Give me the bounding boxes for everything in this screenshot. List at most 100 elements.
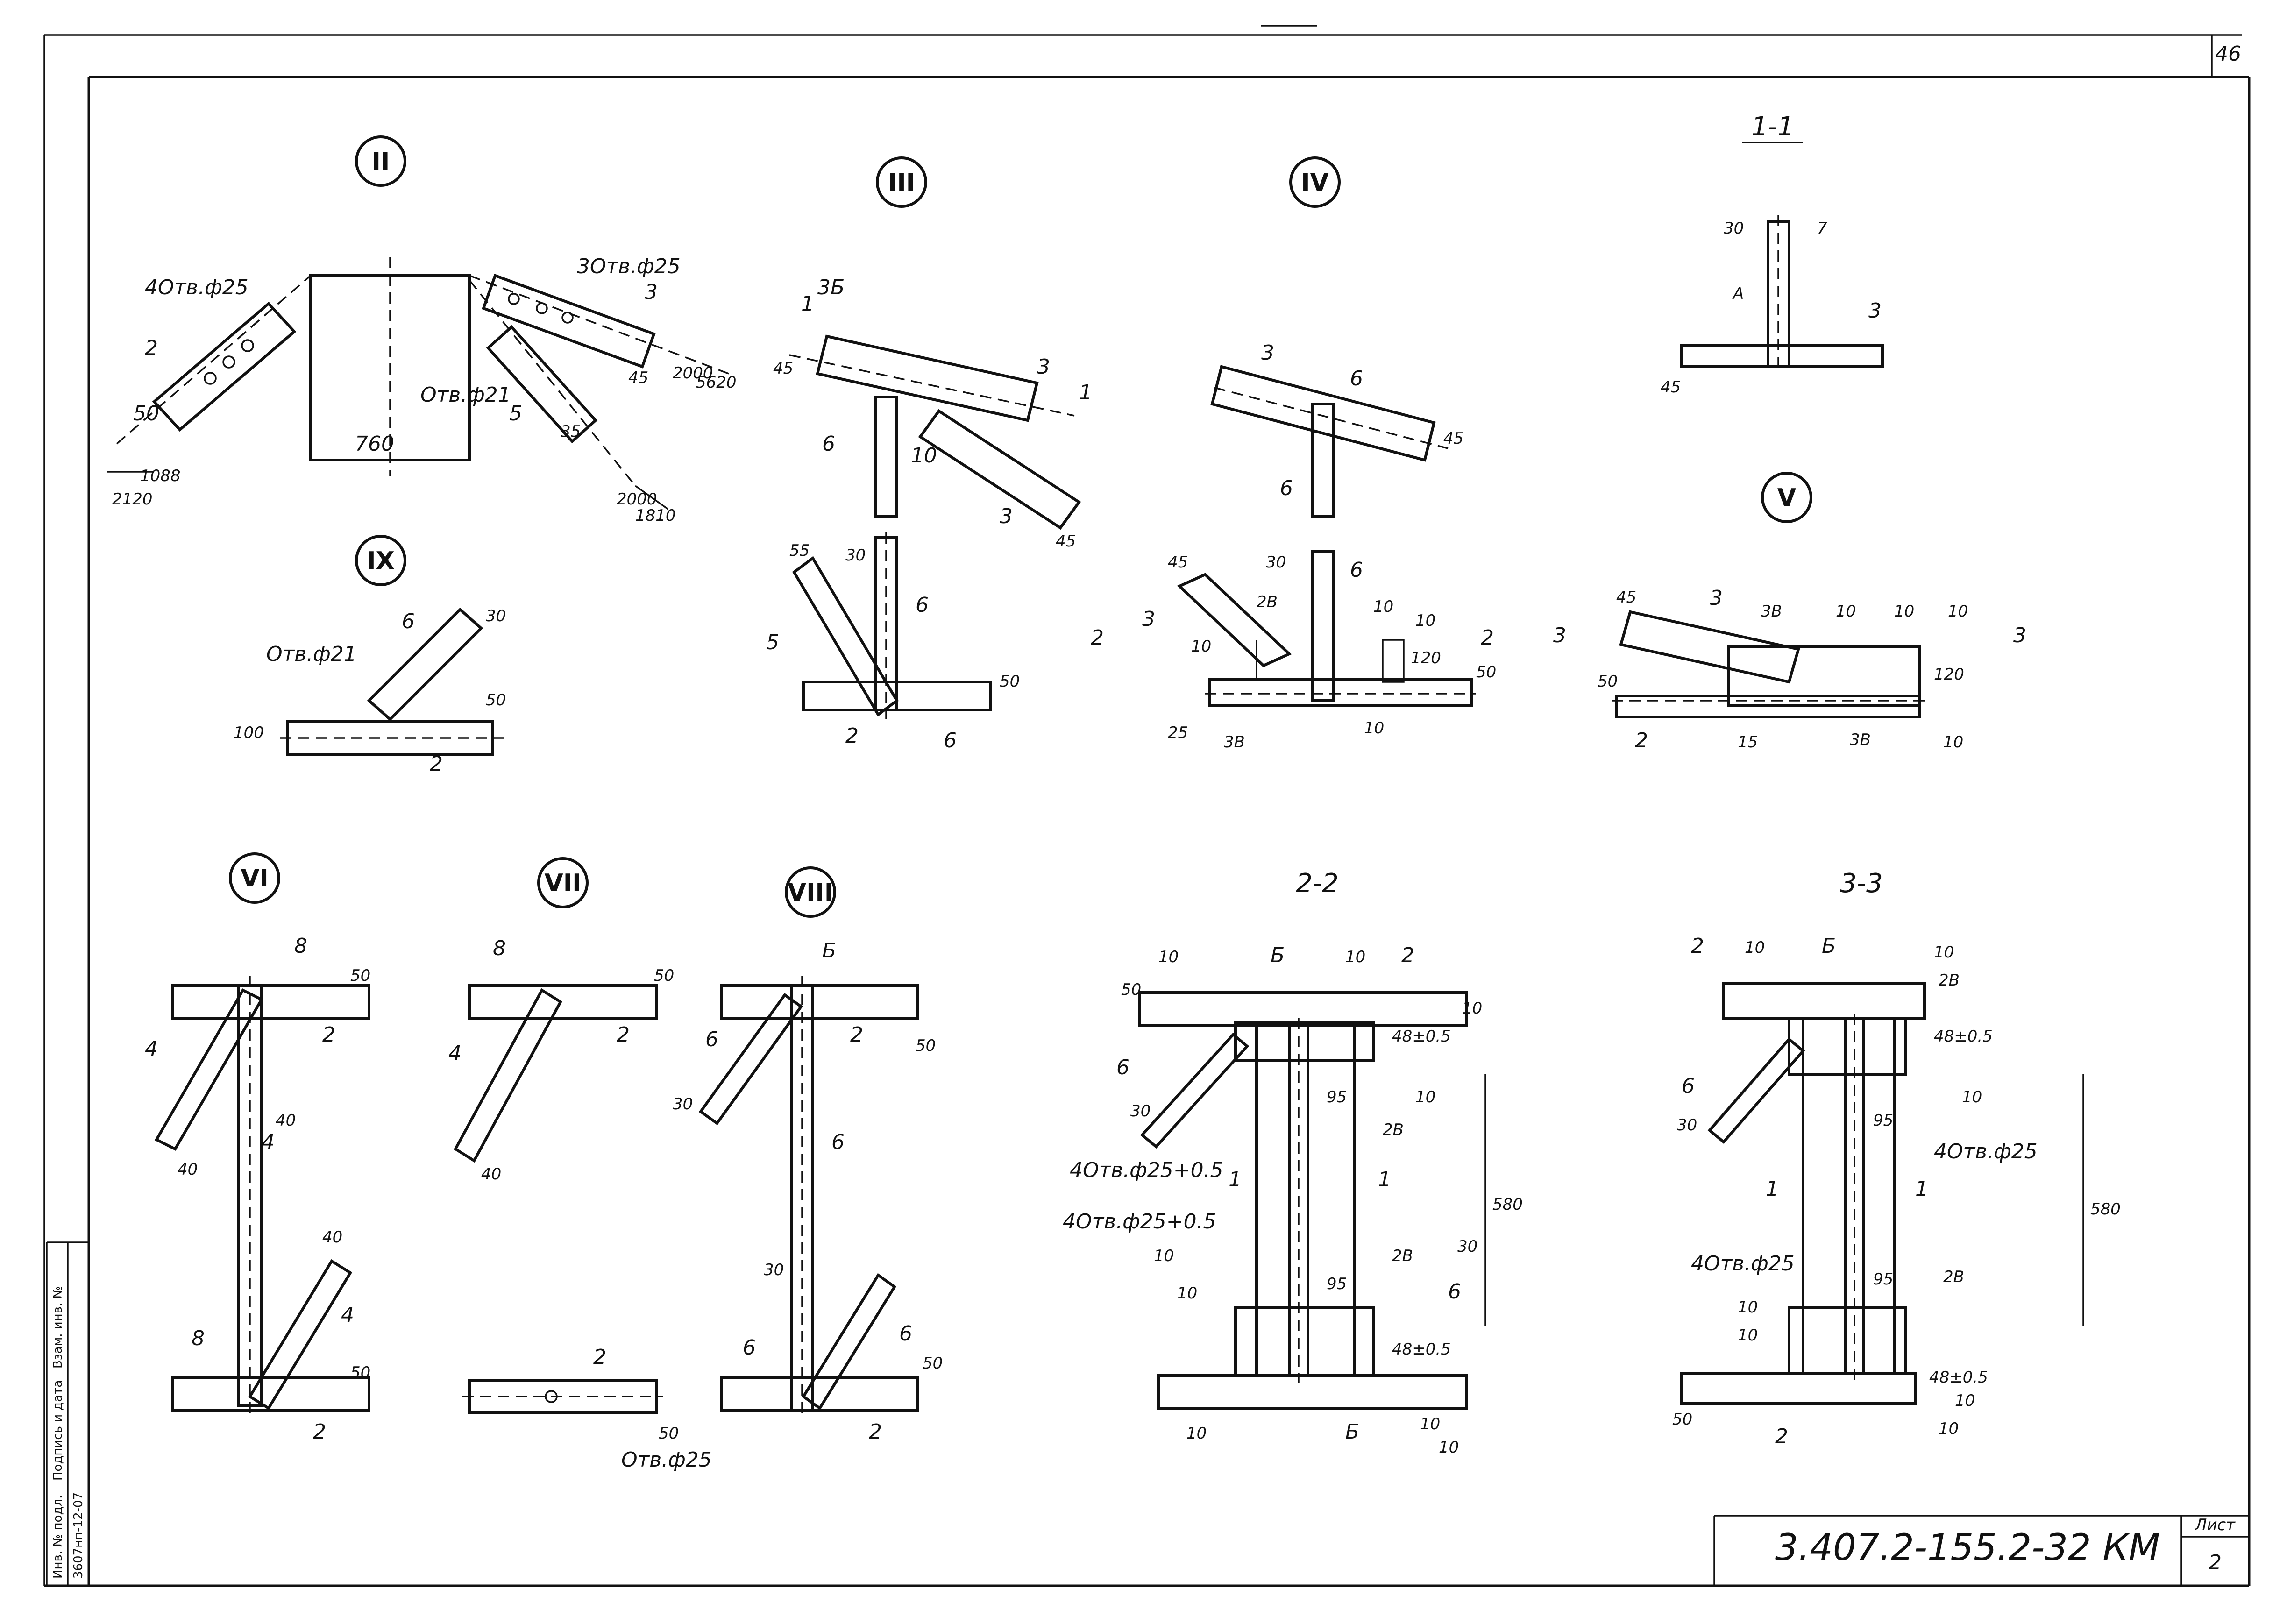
view-label: 2	[145, 336, 158, 360]
view-label: 50	[1121, 980, 1141, 999]
view-label: 4	[145, 1037, 158, 1061]
view-label: 50	[350, 966, 370, 985]
view-label: 40	[481, 1165, 501, 1184]
view-label: 1	[1229, 1168, 1242, 1191]
view-label: 95	[1327, 1275, 1347, 1293]
view-label: 30	[1130, 1102, 1151, 1120]
view-label: 10	[1191, 637, 1211, 656]
view-label: 40	[276, 1111, 296, 1130]
view-label: 6	[899, 1322, 912, 1346]
view-label: 40	[322, 1228, 342, 1247]
view-label: 5	[766, 631, 779, 654]
view-label: 4	[262, 1130, 275, 1154]
view-label: 55	[789, 541, 810, 560]
view-label: 2В	[1383, 1120, 1404, 1139]
view-label: 10	[1415, 1088, 1435, 1106]
view-marker: VII	[545, 869, 582, 897]
view-label: 10	[1373, 597, 1393, 616]
view-label: 10	[1186, 1424, 1207, 1443]
section-title: 1-1	[1751, 112, 1794, 142]
view-label: 10	[1955, 1391, 1975, 1410]
sheet-label: Лист	[2194, 1516, 2236, 1534]
section-1-1: 1-1 30 7 А 3 45	[1661, 112, 1884, 397]
view-label: 10	[911, 444, 937, 468]
view-marker: II	[372, 148, 390, 176]
view-marker-circle	[876, 156, 927, 208]
view-marker-circle	[785, 866, 836, 918]
view-label: 3	[1000, 504, 1013, 528]
view-label: 50	[916, 1036, 936, 1055]
view-label: 2	[313, 1420, 326, 1444]
view-label: 50	[1598, 672, 1618, 691]
view-label: 2	[850, 1023, 863, 1047]
view-label: 15	[1738, 733, 1758, 752]
view-label: 4Отв.ф25+0.5	[1063, 1210, 1216, 1234]
view-label: 50	[1672, 1410, 1692, 1429]
view-label: 50	[133, 402, 159, 426]
view-label: 4Отв.ф25	[145, 276, 249, 299]
view-label: 7	[1817, 219, 1827, 238]
view-VIII: VIII Б 50 6 2 30 6 30 6 6 50 2	[673, 866, 943, 1444]
view-label: А	[1732, 284, 1744, 303]
view-label: 6	[916, 593, 929, 617]
view-label: 1	[1766, 1177, 1779, 1201]
stamp-field: Подпись и дата	[51, 1380, 65, 1481]
stamp-field: Взам. инв. №	[51, 1286, 65, 1369]
view-label: 30	[845, 546, 866, 565]
view-label: 4Отв.ф25+0.5	[1070, 1158, 1223, 1182]
sheet-number: 2	[2209, 1551, 2222, 1574]
view-label: 25	[1168, 723, 1188, 742]
view-label: 10	[1948, 602, 1968, 621]
view-label: 100	[234, 723, 264, 742]
view-label: 580	[2090, 1200, 2121, 1219]
view-label: 120	[1411, 649, 1441, 667]
view-label: 2В	[1943, 1268, 1964, 1286]
view-label: 50	[654, 966, 674, 985]
view-label: Отв.ф25	[621, 1448, 712, 1472]
view-label: 5	[509, 402, 522, 426]
section-lower-III: 55 30 6 5 50 2 6	[766, 532, 1020, 752]
view-label: 2	[1401, 943, 1414, 967]
view-label: 1	[1915, 1177, 1928, 1201]
view-label: 6	[1350, 367, 1363, 390]
view-label: 30	[1724, 219, 1744, 238]
view-marker-circle	[355, 135, 406, 187]
sheet-frame	[43, 25, 2251, 1587]
view-label: 2	[1691, 934, 1704, 958]
view-label: 8	[493, 936, 506, 960]
view-label: 2000	[673, 364, 713, 383]
view-label: 6	[743, 1336, 756, 1360]
view-label: 3	[1142, 607, 1155, 631]
view-label: 1	[1378, 1168, 1391, 1191]
view-label: 10	[1939, 1419, 1959, 1438]
view-label: 48±0.5	[1392, 1340, 1451, 1359]
view-label: 760	[355, 432, 394, 456]
view-marker: IX	[367, 547, 394, 575]
view-label: 120	[1934, 665, 1964, 684]
view-label: 95	[1873, 1111, 1893, 1130]
view-label: Б	[1345, 1420, 1359, 1444]
view-label: 30	[1266, 553, 1286, 572]
view-label: 2	[845, 724, 859, 748]
view-label: 2	[869, 1420, 882, 1444]
view-label: 6	[1116, 1056, 1129, 1079]
view-label: 1810	[635, 506, 676, 525]
view-label: Б	[1822, 934, 1836, 958]
view-label: 2	[593, 1345, 606, 1369]
view-label: 10	[1836, 602, 1856, 621]
view-label: 45	[1056, 532, 1076, 551]
section-2-2: 2-2 10 Б 10 2 50 10 6 30 4Отв.ф25+0.5 4О…	[1063, 868, 1523, 1457]
view-label: 45	[1661, 378, 1681, 397]
view-label: 2В	[1392, 1247, 1413, 1265]
view-label: 10	[1934, 943, 1954, 962]
view-label: 3	[645, 280, 658, 304]
view-label: 2120	[112, 490, 153, 509]
view-label: 580	[1492, 1195, 1523, 1214]
view-marker: IV	[1301, 169, 1329, 197]
view-label: 6	[944, 729, 957, 752]
view-label: 10	[1158, 948, 1179, 966]
view-label: 30	[673, 1095, 693, 1113]
approval-stamp: Инв. № подл. Подпись и дата Взам. инв. №…	[51, 1286, 85, 1579]
section-2: 45 3 30 6 2В 10 10 10 50 120 25 3В 10 2 …	[1091, 550, 1496, 752]
view-label: 3	[2013, 624, 2026, 647]
